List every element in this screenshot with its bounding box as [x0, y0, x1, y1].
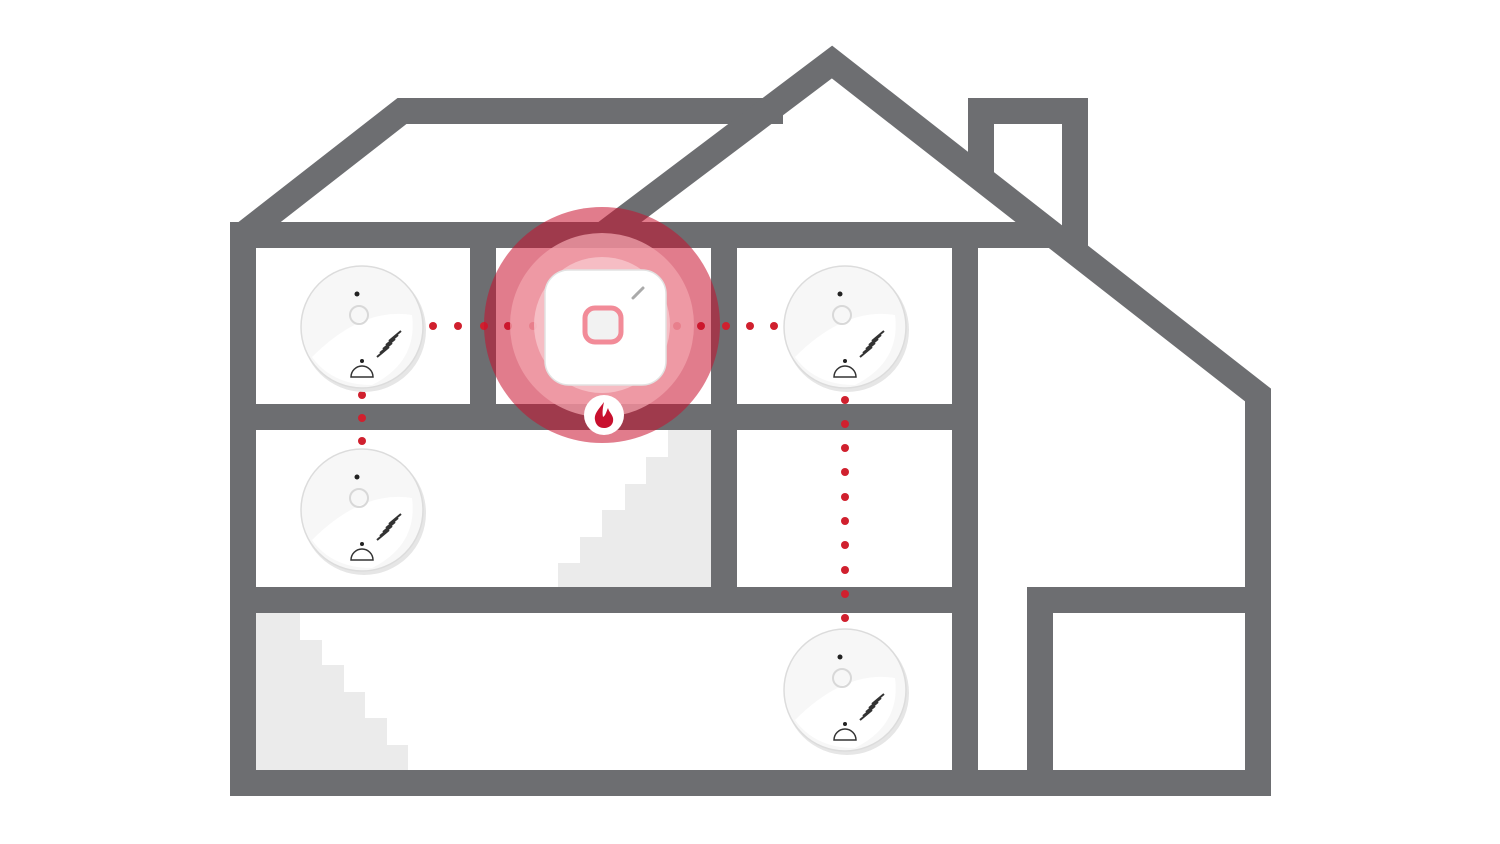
connection-dot — [841, 493, 849, 501]
connection-dot — [841, 396, 849, 404]
stairs — [256, 430, 711, 770]
connection-dot — [841, 444, 849, 452]
connection-dot — [841, 541, 849, 549]
hub-indicator — [631, 286, 645, 300]
connection-dot — [358, 414, 366, 422]
connection-dot — [841, 614, 849, 622]
flame-icon — [594, 402, 614, 428]
flame-badge — [584, 395, 624, 435]
smoke-detector-icon — [300, 265, 426, 392]
smoke-detector-icon — [300, 448, 426, 575]
upper-staircase — [558, 430, 711, 587]
connection-dot — [841, 468, 849, 476]
connection-dot — [358, 437, 366, 445]
smoke-detectors — [300, 265, 909, 755]
connection-dot — [841, 420, 849, 428]
connection-dot — [841, 566, 849, 574]
connection-dot — [358, 391, 366, 399]
annex-ceiling — [1027, 587, 1271, 796]
connection-dot — [722, 322, 730, 330]
hub-device — [544, 269, 667, 386]
connection-dot — [841, 590, 849, 598]
connection-dot — [746, 322, 754, 330]
house-outline — [230, 45, 1271, 796]
lower-staircase — [256, 613, 408, 770]
smoke-detector-icon — [783, 628, 909, 755]
left-wall-and-roof — [230, 98, 783, 796]
connection-dot — [841, 517, 849, 525]
smoke-detector-icon — [783, 265, 909, 392]
connection-dot — [454, 322, 462, 330]
chimney — [968, 98, 1088, 253]
hub-led-ring — [582, 305, 624, 345]
connection-dot — [429, 322, 437, 330]
connection-dot — [770, 322, 778, 330]
